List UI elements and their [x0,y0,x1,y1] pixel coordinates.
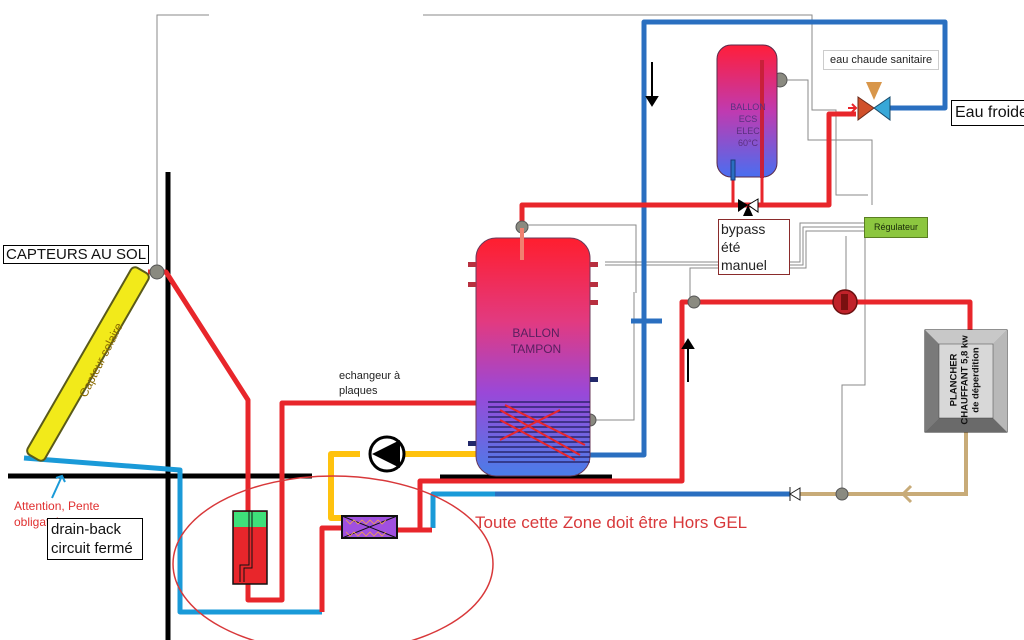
drainback-tank-icon [232,510,268,585]
hot-pipes [148,111,973,612]
wire-reg-1 [605,222,864,263]
tank-ports [468,262,598,305]
slope-arrow-icon [51,474,66,499]
floor-return-tan [800,432,968,496]
heating-flow-pipe [417,299,973,528]
regulator-box[interactable]: Régulateur [864,217,928,238]
wire-top [423,14,868,196]
ground-lines [8,172,612,640]
sensor-collector [149,264,165,280]
cold-water-main [594,19,948,458]
tank-coil-hot [499,404,586,461]
drainback-loop-pipe [245,400,478,603]
mixing-valve-icon[interactable] [848,82,891,121]
exchanger-cold-out [430,491,495,528]
solar-collector [26,266,150,462]
sensor-flow [687,295,701,309]
label-eau-froide: Eau froide [951,100,1024,126]
wire-floor-sensor [841,236,866,492]
solar-pump-icon[interactable] [368,435,406,473]
wire-reg-3 [689,230,864,298]
floor-return-arrow [900,484,913,504]
wire-tank-top [520,224,637,293]
label-ballon-ecs: BALLON ECS ELEC 60°C [730,102,766,148]
plancher-text: PLANCHER CHAUFFANT 5,8 kw de déperdition [948,335,982,425]
wire-ecs-sensor [782,79,873,205]
label-eau-chaude-sanitaire: eau chaude sanitaire [823,50,940,70]
bypass-valve-icon[interactable] [738,198,759,216]
sensor-return [835,487,849,501]
label-zone-hors-gel: Toute cette Zone doit être Hors GEL [475,513,748,532]
label-ballon-tampon: BALLON TAMPON [510,326,562,356]
pump-loop-pipe [328,451,478,521]
label-echangeur: echangeur à plaques [339,370,401,397]
control-wires [156,14,873,492]
drainback-return-pipe [23,455,322,615]
exchanger-feed-pipe [319,525,341,612]
frost-free-zone-outline [172,475,494,640]
ecs-tank [716,44,778,181]
heating-circulator-icon[interactable] [832,289,858,315]
floor-heating-panel [924,329,1008,433]
buffer-tank [468,228,598,477]
label-capteurs-au-sol: CAPTEURS AU SOL [3,245,150,264]
label-drain-back: drain-back circuit fermé [47,518,143,560]
wire-reg-2 [605,226,864,266]
check-valve-icon [789,487,801,501]
label-bypass: bypass été manuel [718,219,790,275]
flow-arrows [645,62,695,382]
label-plancher-chauffant: PLANCHER CHAUFFANT 5,8 kw de déperdition [925,332,1005,428]
ecs-feed-pipe [519,111,856,230]
wire-collector-sensor [156,14,209,268]
plate-exchanger-icon [341,515,398,539]
wire-tank-lower [590,292,635,421]
